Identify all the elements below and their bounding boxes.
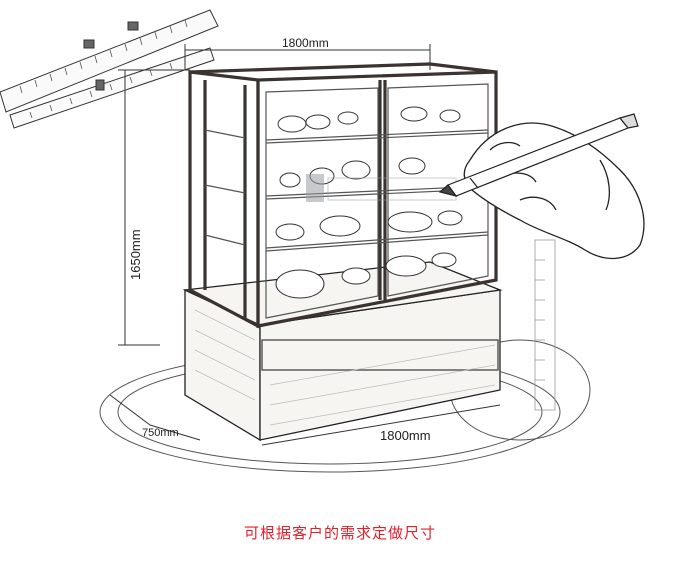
ruler-icon xyxy=(0,9,219,129)
caption-text: 可根据客户的需求定做尺寸 xyxy=(243,524,436,542)
dimension-height xyxy=(118,69,190,346)
bottom-width-label: 1800mm xyxy=(380,428,431,443)
hand-icon xyxy=(463,122,645,260)
depth-label: 750mm xyxy=(142,427,179,439)
ruler-icon xyxy=(534,239,556,411)
dimension-top xyxy=(184,44,431,70)
cake-icon xyxy=(275,106,463,299)
height-label: 1650mm xyxy=(128,229,143,280)
pencil-icon xyxy=(438,113,639,197)
top-width-label: 1800mm xyxy=(282,36,329,50)
cabinet-base xyxy=(182,261,503,442)
dimension-bottom xyxy=(261,404,501,446)
dimension-depth xyxy=(109,394,201,441)
